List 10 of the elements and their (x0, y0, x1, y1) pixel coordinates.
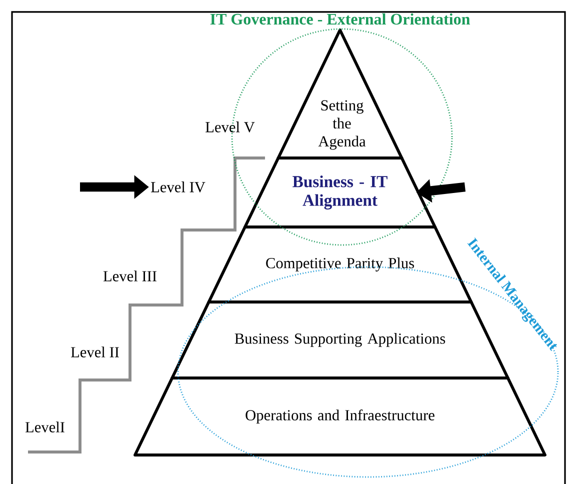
level-label: LevelI (25, 422, 64, 432)
pyramid-layer: Business Supporting Applications (170, 300, 510, 380)
pyramid-layer: Setting the Agenda (276, 28, 404, 160)
level-label: Level III (103, 270, 156, 282)
node-label: IT Governance - External Orientation (210, 13, 470, 25)
level-label: Level V (206, 122, 255, 132)
pyramid-layer: Operations and Infraestructure (134, 376, 546, 456)
pyramid-layer: Business - IT Alignment (244, 156, 436, 228)
level-label: Level II (70, 346, 119, 358)
level-label: Level IV (151, 182, 206, 192)
